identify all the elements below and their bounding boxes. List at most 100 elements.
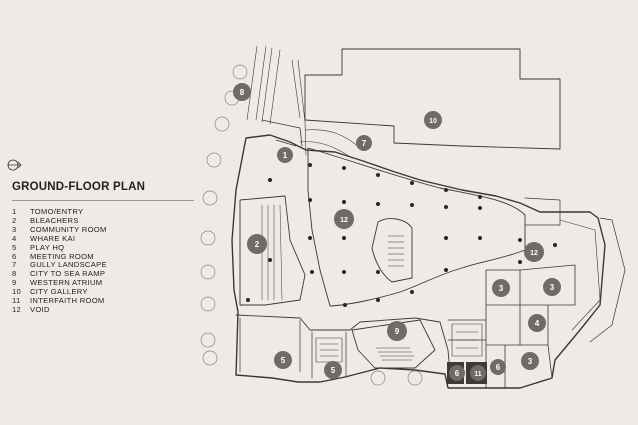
room-marker-community-room: 3: [521, 352, 539, 370]
legend-label: WESTERN ATRIUM: [30, 278, 103, 288]
room-marker-number: 12: [340, 217, 348, 224]
room-marker-community-room: 3: [543, 278, 561, 296]
column-grid: [246, 163, 557, 307]
legend-item: 8 CITY TO SEA RAMP: [12, 269, 197, 279]
legend-item: 10 CITY GALLERY: [12, 287, 197, 297]
room-marker-badge: [424, 111, 442, 129]
room-marker-tomo-entry: 1: [277, 147, 293, 163]
room-marker-badge: [492, 279, 510, 297]
legend-number: 8: [12, 269, 17, 279]
room-marker-bleachers: 2: [247, 234, 267, 254]
legend-label: GULLY LANDSCAPE: [30, 260, 107, 270]
east-core: [451, 323, 483, 357]
room-marker-badge: [524, 242, 544, 262]
room-marker-badge: [356, 135, 372, 151]
legend-item: 7 GULLY LANDSCAPE: [12, 260, 197, 270]
legend-number: 1: [12, 207, 17, 216]
central-core: [371, 218, 413, 283]
legend-item: 1 TOMO/ENTRY: [12, 207, 197, 217]
room-marker-number: 8: [240, 88, 245, 97]
legend-number: 11: [12, 296, 21, 306]
room-marker-number: 11: [474, 371, 482, 378]
legend-divider: [12, 200, 194, 201]
room-marker-city-to-sea-ramp: 8: [233, 83, 251, 101]
room-marker-number: 7: [362, 139, 367, 148]
room-marker-number: 2: [255, 240, 260, 249]
site-boundary: [291, 59, 307, 156]
central-stairs: [387, 235, 405, 267]
south-wing-wall: [235, 314, 451, 373]
void-edge-upper: [307, 147, 526, 307]
room-marker-badge: [449, 365, 465, 381]
atrium-stair: [375, 347, 415, 361]
room-marker-play-hq: 5: [324, 361, 342, 379]
room-marker-meeting-room: 6: [490, 359, 506, 375]
room-marker-badge: [490, 359, 506, 375]
legend-label: MEETING ROOM: [30, 251, 94, 261]
room-marker-badge: [233, 83, 251, 101]
room-marker-number: 6: [496, 363, 501, 372]
east-annex: [589, 217, 626, 343]
room-marker-badge: [521, 352, 539, 370]
legend-number: 10: [12, 287, 22, 297]
legend-label: PLAY HQ: [30, 242, 65, 252]
room-marker-city-gallery: 10: [424, 111, 442, 129]
room-marker-community-room: 3: [492, 279, 510, 297]
room-marker-badge: [528, 314, 546, 332]
room-marker-number: 5: [281, 356, 286, 365]
room-marker-number: 4: [535, 319, 540, 328]
room-marker-number: 3: [550, 283, 555, 292]
upper-right-room: [524, 197, 561, 226]
room-marker-number: 1: [283, 151, 288, 160]
room-marker-interfaith-room: 11: [470, 365, 486, 381]
room-marker-void: 12: [334, 209, 354, 229]
atrium-outline: [351, 319, 436, 369]
legend-label: BLEACHERS: [30, 215, 79, 225]
room-marker-badge: [274, 351, 292, 369]
room-marker-badge: [277, 147, 293, 163]
room-marker-number: 3: [528, 357, 533, 366]
room-marker-western-atrium: 9: [387, 321, 407, 341]
legend-number: 6: [12, 251, 17, 261]
legend-label: TOMO/ENTRY: [30, 207, 84, 216]
bleacher-steps: [261, 204, 283, 301]
east-annex-inner: [559, 219, 601, 331]
legend-number: 7: [12, 260, 17, 270]
room-marker-number: 3: [499, 284, 504, 293]
plan-title: GROUND-FLOOR PLAN: [12, 181, 146, 193]
legend-number: 3: [12, 224, 17, 234]
legend-label: VOID: [30, 304, 50, 314]
entry-canopy: [261, 119, 303, 147]
room-marker-number: 12: [530, 250, 538, 257]
legend-label: INTERFAITH ROOM: [30, 296, 105, 306]
room-marker-number: 9: [395, 327, 400, 336]
room-marker-badge: [334, 209, 354, 229]
legend-number: 12: [12, 304, 22, 314]
room-marker-void: 12: [524, 242, 544, 262]
room-marker-meeting-room: 6: [449, 365, 465, 381]
ramp-lines: [246, 45, 281, 125]
room-marker-badge: [324, 361, 342, 379]
play-hq-walls: [239, 317, 347, 379]
room-marker-play-hq: 5: [274, 351, 292, 369]
legend-item: 2 BLEACHERS: [12, 215, 197, 226]
room-marker-gully-landscape: 7: [356, 135, 372, 151]
legend-item: 5 PLAY HQ: [12, 242, 197, 253]
legend-label: WHARE KAI: [30, 233, 76, 243]
legend-number: 5: [12, 242, 17, 252]
legend-label: CITY GALLERY: [30, 287, 88, 297]
legend-number: 4: [12, 233, 17, 243]
legend-item: 12 VOID: [12, 304, 197, 315]
legend-label: CITY TO SEA RAMP: [30, 269, 106, 279]
legend-number: 9: [12, 278, 17, 288]
legend-number: 2: [12, 215, 17, 225]
north-arrow-icon: [7, 159, 22, 171]
room-marker-number: 10: [429, 118, 437, 125]
city-gallery-outline: [304, 48, 561, 150]
room-marker-badge: [247, 234, 267, 254]
legend: GROUND-FLOOR PLAN 1 TOMO/ENTRY 2 BLEACHERS…: [12, 181, 197, 315]
